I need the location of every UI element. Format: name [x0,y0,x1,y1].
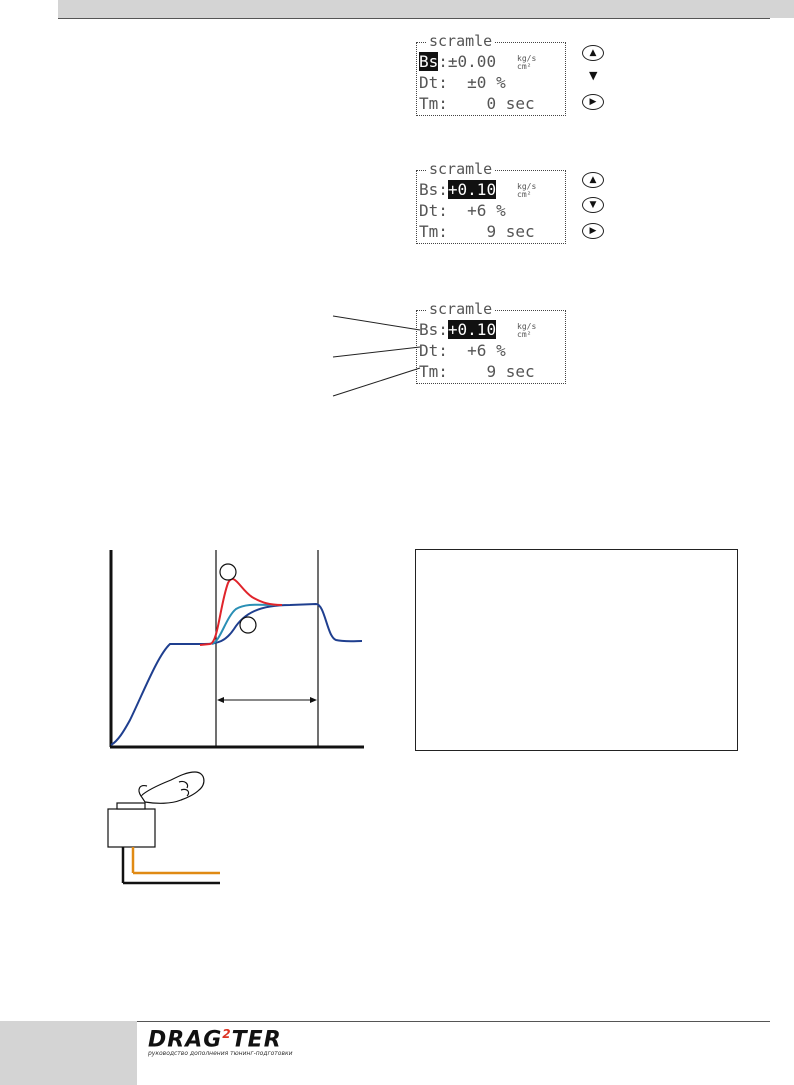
bs-value: ±0.00 [447,52,497,71]
up-button-icon[interactable]: ▲ [582,172,604,188]
switch-body [107,808,156,848]
down-button-icon[interactable]: ▼ [582,197,604,213]
bs-label: Bs: [419,320,448,339]
dt-label: Dt: [419,341,448,360]
dt-label: Dt: [419,73,448,92]
header-rule [58,18,770,19]
bs-unit-top: kg/s [517,54,537,63]
up-button-icon[interactable]: ▲ [582,45,604,61]
bs-value: +0.10 [447,320,497,339]
tm-label: Tm: [419,222,448,241]
lcd-title: scramle [427,300,495,318]
dt-value: +6 [467,341,487,360]
tm-unit: sec [505,94,535,113]
bs-sep: : [438,52,448,71]
brand-logo: DRAG2TER [148,1027,282,1053]
lcd-title: scramle [427,160,495,178]
bs-unit-top: kg/s [517,182,537,191]
arrow-right-icon [310,697,317,703]
leader-line-bs [332,315,421,331]
right-button-icon[interactable]: ▶ [582,94,604,110]
header-bar [58,0,794,18]
tm-unit: sec [505,362,535,381]
tm-value: 9 [486,362,497,381]
dt-value: ±0 [467,73,487,92]
tm-label: Tm: [419,362,448,381]
tm-unit: sec [505,222,535,241]
lcd-row-bs: Bs:±0.00 [419,52,496,72]
lcd-row-dt: Dt: ±0 % [419,73,506,93]
tm-label: Tm: [419,94,448,113]
pointing-hand-icon [138,771,205,804]
tm-value: 0 [486,94,497,113]
dt-unit: % [496,73,506,92]
dt-label: Dt: [419,201,448,220]
dt-unit: % [496,201,506,220]
bs-unit-bot: cm² [517,330,532,339]
lcd-row-bs: Bs:+0.10 [419,180,497,200]
lcd-row-tm: Tm: 9 sec [419,362,535,382]
curve-base [110,602,363,746]
leader-line-tm [332,367,421,397]
bs-value: +0.10 [447,180,497,199]
bs-unit-bot: cm² [517,62,532,71]
lcd-row-tm: Tm: 9 sec [419,222,535,242]
leader-line-dt [332,346,421,358]
graph-callout-2 [239,616,257,634]
down-arrow-icon: ▼ [589,69,598,82]
brand-tagline: руководство дополнения тюнинг-подготовки [148,1050,293,1057]
curve-alt [211,603,277,645]
bs-label: Bs [419,52,439,71]
lcd-row-dt: Dt: +6 % [419,201,506,221]
curve-peak [199,578,283,646]
footer-block [0,1021,137,1085]
lcd-row-bs: Bs:+0.10 [419,320,497,340]
footer-rule [58,1021,770,1022]
right-button-icon[interactable]: ▶ [582,223,604,239]
dt-value: +6 [467,201,487,220]
graph-callout-1 [219,563,237,581]
empty-frame [415,549,738,751]
arrow-left-icon [217,697,224,703]
bs-label: Bs: [419,180,448,199]
dt-unit: % [496,341,506,360]
lcd-row-tm: Tm: 0 sec [419,94,535,114]
tm-value: 9 [486,222,497,241]
lcd-panel-2: scramle Bs:+0.10 kg/s cm² Dt: +6 % Tm: 9… [416,161,566,244]
bs-unit-top: kg/s [517,322,537,331]
lcd-panel-3: scramle Bs:+0.10 kg/s cm² Dt: +6 % Tm: 9… [416,301,566,384]
pushbutton-illustration [107,771,220,885]
lcd-title: scramle [427,32,495,50]
bs-unit-bot: cm² [517,190,532,199]
switch-cap [116,802,146,810]
lcd-panel-1: scramle Bs:±0.00 kg/s cm² Dt: ±0 % Tm: 0… [416,33,566,116]
lcd-row-dt: Dt: +6 % [419,341,506,361]
response-graph [109,550,364,749]
